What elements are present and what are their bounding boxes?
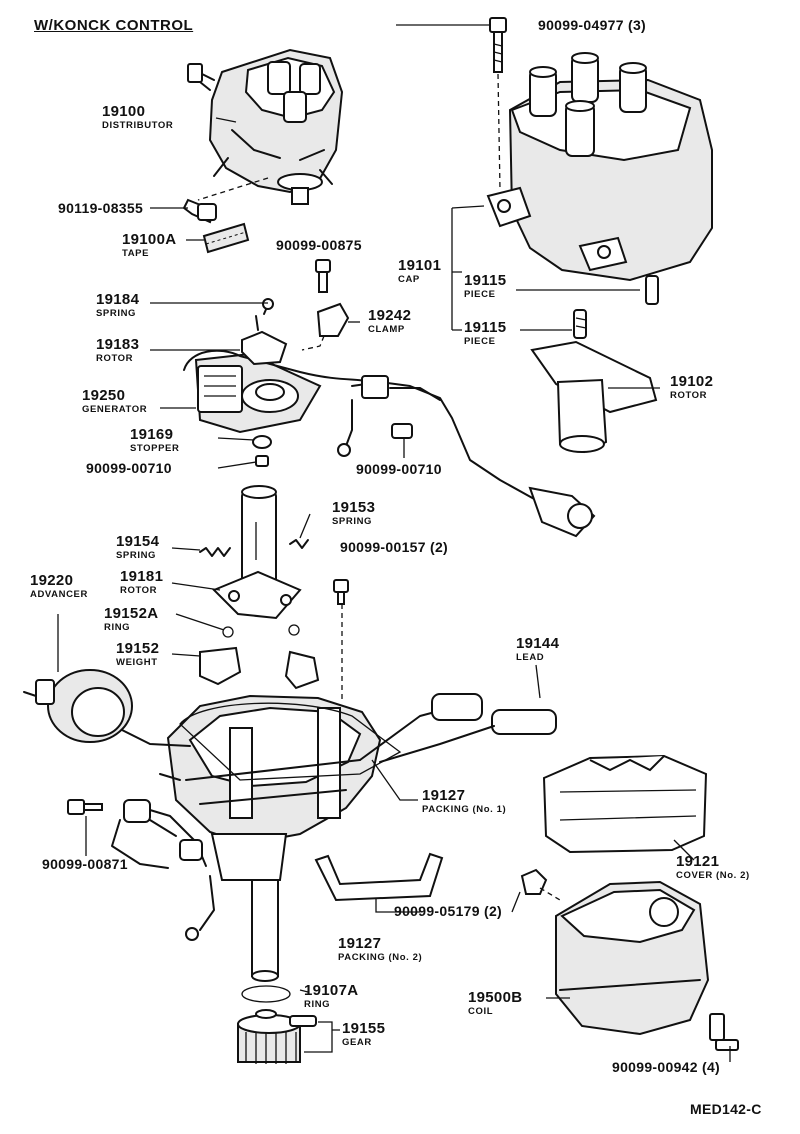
- part-label-19184[interactable]: 19184 SPRING: [96, 291, 140, 319]
- bolt-00942-illustration: [709, 1013, 739, 1051]
- part-label-90119-08355[interactable]: 90119-08355: [58, 200, 144, 216]
- bolt-00875-illustration: [315, 259, 331, 293]
- part-label-19102[interactable]: 19102 ROTOR: [670, 373, 714, 401]
- part-label-19115-upper[interactable]: 19115 PIECE: [464, 272, 507, 300]
- part-label-19500b[interactable]: 19500B COIL: [468, 989, 523, 1017]
- part-label-19152a[interactable]: 19152A RING: [104, 605, 159, 633]
- part-label-90099-00875[interactable]: 90099-00875: [276, 237, 362, 253]
- wire-harness-illustration: [337, 375, 596, 538]
- part-label-90099-00871[interactable]: 90099-00871: [42, 856, 128, 872]
- part-label-19220[interactable]: 19220 ADVANCER: [30, 572, 88, 600]
- screw-00157-illustration: [333, 579, 349, 700]
- weight-illustration: [199, 646, 242, 686]
- advancer-illustration: [23, 669, 191, 747]
- lead-illustration: [359, 693, 557, 763]
- part-label-19153[interactable]: 19153 SPRING: [332, 499, 376, 527]
- part-label-19152[interactable]: 19152 WEIGHT: [116, 640, 160, 668]
- part-label-19155[interactable]: 19155 GEAR: [342, 1020, 386, 1048]
- part-label-90099-04977[interactable]: 90099-04977 (3): [538, 17, 647, 33]
- drive-gear-illustration: [237, 1009, 317, 1064]
- clamp-illustration: [316, 302, 350, 337]
- generator-illustration: [183, 349, 371, 434]
- diagram-title: W/KONCK CONTROL: [34, 17, 194, 34]
- part-label-19115-lower[interactable]: 19115 PIECE: [464, 319, 507, 347]
- governor-shaft-illustration: [199, 485, 309, 620]
- bolt-illustration: [182, 198, 217, 224]
- side-wiring-illustration: [111, 799, 215, 941]
- leader-lines: [57, 24, 731, 1062]
- packing-no2-illustration: [314, 852, 444, 902]
- rotor-19102-illustration: [530, 340, 658, 454]
- part-label-19127-no1[interactable]: 19127 PACKING (No. 1): [422, 787, 507, 815]
- part-label-90099-00710-right[interactable]: 90099-00710: [356, 461, 442, 477]
- part-label-90099-05179[interactable]: 90099-05179 (2): [394, 903, 503, 919]
- distributor-housing-illustration: [149, 694, 382, 982]
- nut-illustration: [520, 868, 561, 901]
- screw-00710-illustration: [255, 423, 413, 467]
- part-label-19121[interactable]: 19121 COVER (No. 2): [676, 853, 750, 881]
- part-label-90099-00942[interactable]: 90099-00942 (4): [612, 1059, 721, 1075]
- part-label-19127-no2[interactable]: 19127 PACKING (No. 2): [338, 935, 423, 963]
- cover-illustration: [542, 754, 708, 854]
- coil-illustration: [555, 880, 710, 1036]
- part-label-19169[interactable]: 19169 STOPPER: [130, 426, 180, 454]
- o-ring-illustration: [241, 985, 291, 1003]
- part-label-19107a[interactable]: 19107A RING: [304, 982, 359, 1010]
- part-label-19181[interactable]: 19181 ROTOR: [120, 568, 164, 596]
- bolt-00871-illustration: [67, 799, 103, 815]
- drawing-code: MED142-C: [690, 1101, 762, 1117]
- carbon-piece-illustration: [573, 275, 659, 339]
- signal-rotor-illustration: [241, 298, 288, 366]
- part-label-90099-00710-left[interactable]: 90099-00710: [86, 460, 172, 476]
- distributor-assembly-illustration: [187, 48, 344, 205]
- part-label-19100[interactable]: 19100 DISTRIBUTOR: [102, 103, 174, 131]
- part-label-19250[interactable]: 19250 GENERATOR: [82, 387, 148, 415]
- part-label-19242[interactable]: 19242 CLAMP: [368, 307, 412, 335]
- screw-illustration: [489, 17, 507, 191]
- part-label-19183[interactable]: 19183 ROTOR: [96, 336, 140, 364]
- part-label-19101[interactable]: 19101 CAP: [398, 257, 442, 285]
- part-label-19154[interactable]: 19154 SPRING: [116, 533, 160, 561]
- ring-illustration: [222, 626, 234, 638]
- distributor-cap-illustration: [486, 52, 713, 282]
- part-label-19144[interactable]: 19144 LEAD: [516, 635, 560, 663]
- stopper-illustration: [252, 435, 272, 449]
- part-label-90099-00157[interactable]: 90099-00157 (2): [340, 539, 449, 555]
- part-label-19100a[interactable]: 19100A TAPE: [122, 231, 177, 259]
- packing-no1-illustration: [179, 702, 402, 781]
